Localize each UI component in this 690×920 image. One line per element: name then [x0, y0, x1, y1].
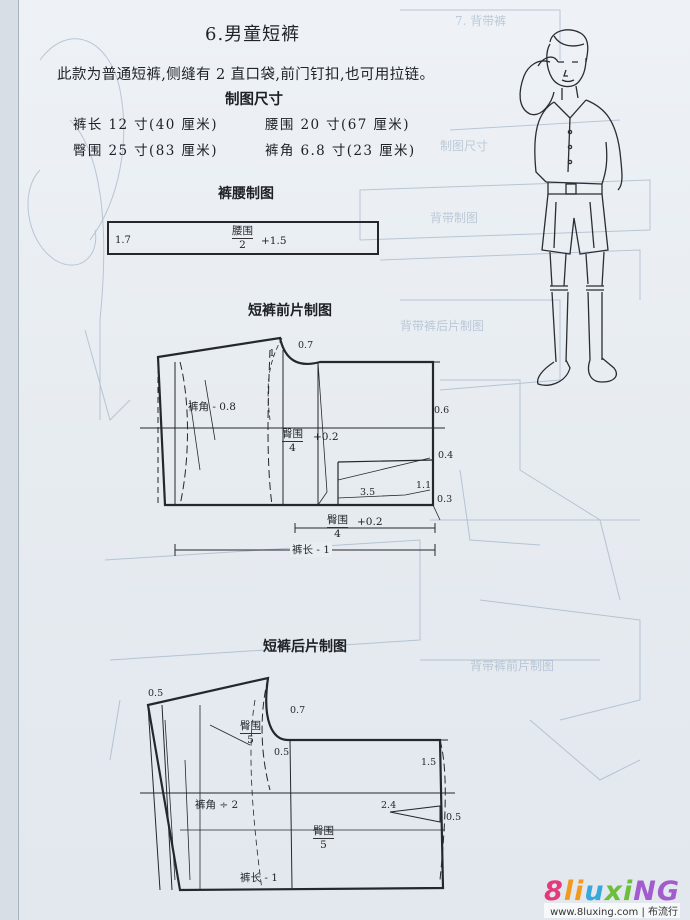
front-hip-b-op: +0.2: [357, 516, 383, 528]
sizes-heading: 制图尺寸: [225, 91, 283, 108]
front-hip-b-fraction: 臀围 4: [327, 514, 348, 541]
front-length-label: 裤长 - 1: [290, 542, 332, 557]
back-heading: 短裤后片制图: [263, 639, 347, 655]
site-watermark: 8liuxiNG www.8luxing.com | 布流行: [544, 876, 680, 918]
front-mark-3-5: 3.5: [360, 487, 376, 498]
waistband-frac-op: +1.5: [261, 235, 287, 247]
front-hip-num: 臀围: [282, 428, 303, 440]
back-hip2-den: 5: [320, 839, 327, 852]
front-heading: 短裤前片制图: [248, 303, 332, 319]
size-waist: 腰围 20 寸(67 厘米): [265, 117, 410, 133]
back-mark-0-7: 0.7: [290, 705, 306, 716]
front-mark-0-7: 0.7: [298, 340, 314, 351]
size-hem: 裤角 6.8 寸(23 厘米): [265, 143, 416, 159]
back-mark-0-5-left: 0.5: [148, 688, 164, 699]
waistband-heading: 裤腰制图: [218, 186, 274, 202]
back-hip-num: 臀围: [240, 720, 261, 732]
front-hip-b-den: 4: [334, 528, 341, 541]
front-hem-label: 裤角 - 0.8: [188, 401, 236, 413]
front-mark-1-1: 1.1: [416, 480, 432, 491]
size-pant-length: 裤长 12 寸(40 厘米): [73, 117, 218, 133]
waistband-fraction: 腰围 2: [232, 225, 253, 252]
waistband-frac-num: 腰围: [232, 225, 253, 237]
front-hip-den: 4: [289, 442, 296, 455]
front-mark-0-6: 0.6: [434, 405, 450, 416]
waistband-height-label: 1.7: [115, 235, 131, 246]
front-mark-0-4: 0.4: [438, 450, 454, 461]
back-hip-fraction: 臀围 5: [240, 720, 261, 747]
back-hip-den: 5: [247, 734, 254, 747]
front-hip-op: +0.2: [313, 431, 339, 443]
front-hip-fraction: 臀围 4: [282, 428, 303, 455]
watermark-logo: 8liuxiNG: [544, 876, 680, 907]
back-length-label: 裤长 - 1: [240, 872, 278, 884]
back-hip2-fraction: 臀围 5: [313, 825, 334, 852]
back-mark-0-5-right: 0.5: [446, 812, 462, 823]
front-mark-0-3: 0.3: [437, 494, 453, 505]
back-mark-0-5-mid: 0.5: [274, 747, 290, 758]
back-outline: [146, 676, 445, 892]
waistband-frac-den: 2: [239, 239, 246, 252]
back-hem-label: 裤角 ÷ 2: [195, 799, 239, 811]
waistband-rectangle: [107, 221, 379, 255]
front-hip-b-num: 臀围: [327, 514, 348, 526]
size-hip: 臀围 25 寸(83 厘米): [73, 143, 218, 159]
garment-description: 此款为普通短裤,侧缝有 2 直口袋,前门钉扣,也可用拉链。: [57, 67, 435, 83]
watermark-site-text: www.8luxing.com | 布流行: [544, 903, 680, 918]
back-mark-2-4: 2.4: [381, 800, 397, 811]
front-mark-1: 1: [269, 348, 276, 359]
back-hip2-num: 臀围: [313, 825, 334, 837]
page-title: 6.男童短裤: [205, 24, 301, 45]
boy-illustration: [519, 29, 623, 386]
back-mark-1-5: 1.5: [421, 757, 437, 768]
page-binding-edge: [0, 0, 19, 920]
front-outline: [156, 336, 435, 507]
